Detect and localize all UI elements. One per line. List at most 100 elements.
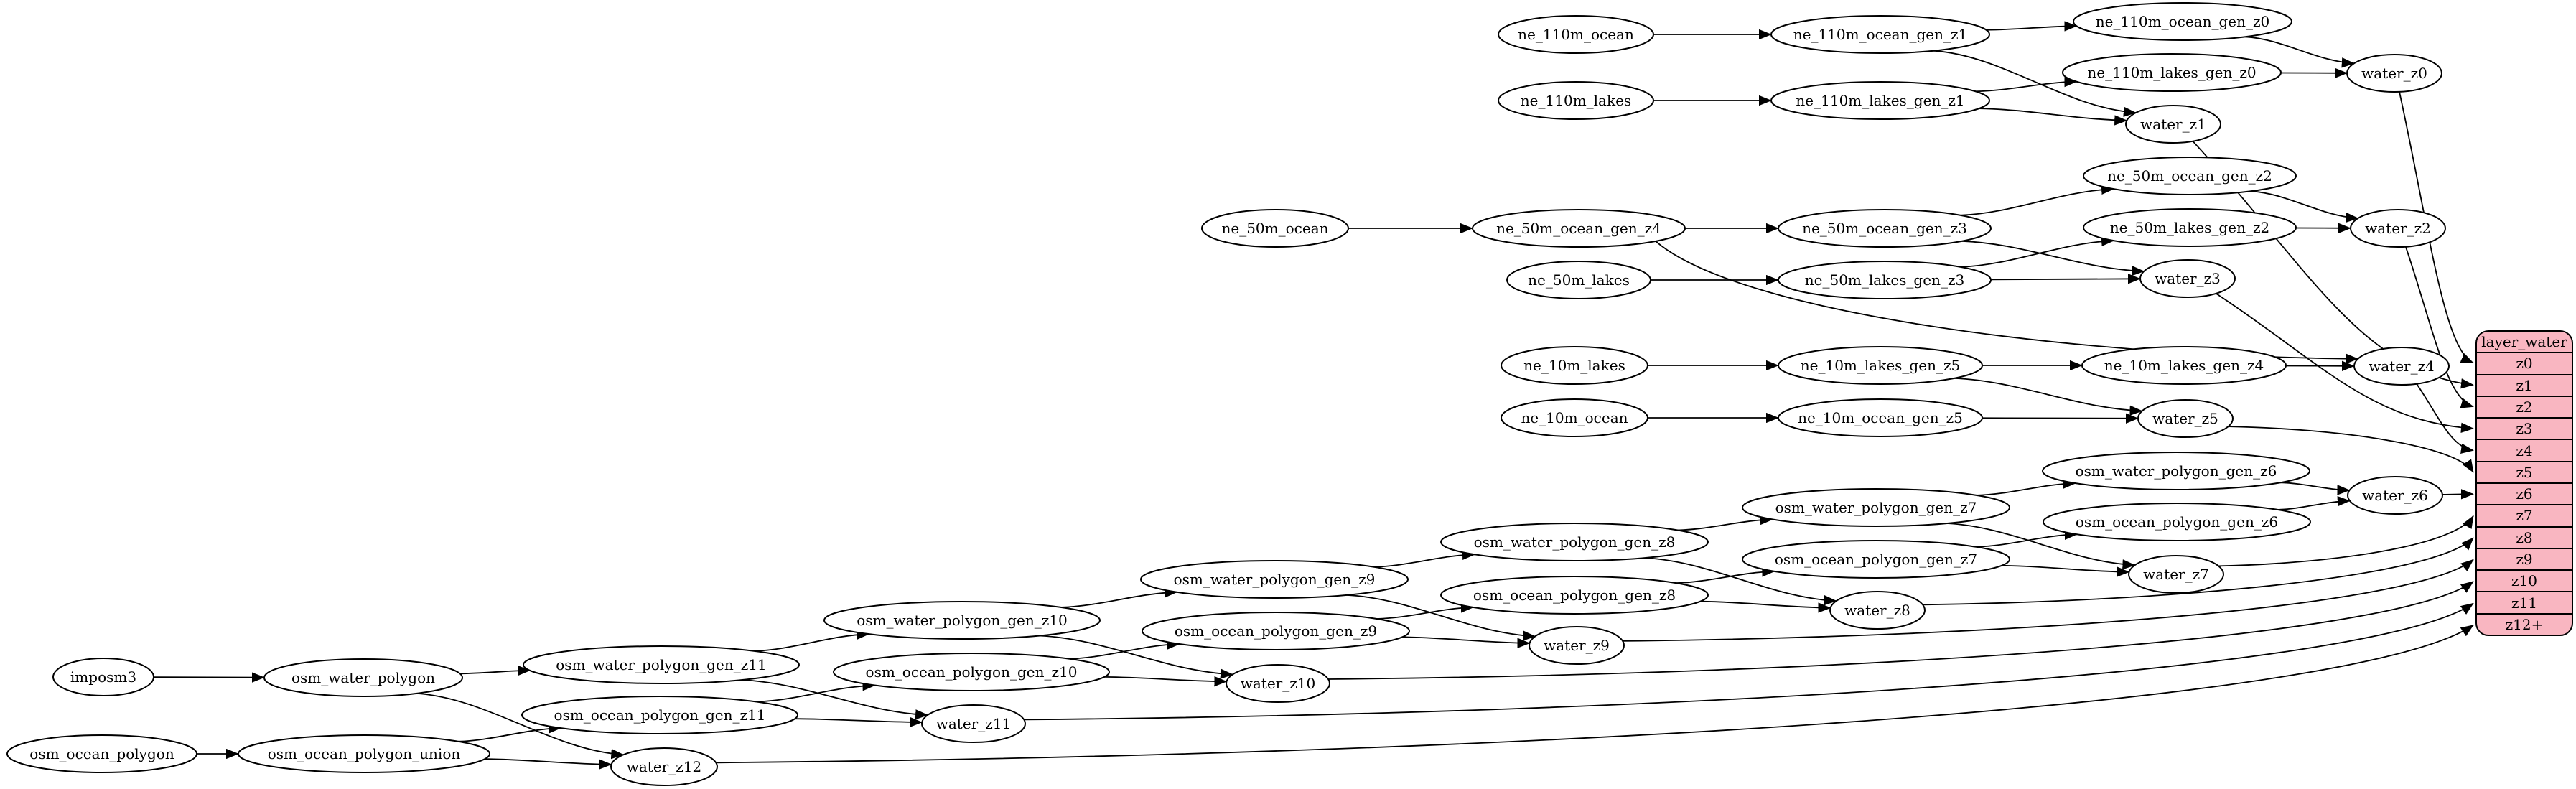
edge-osm_water_polygon_gen_z10-to-water_z10	[1039, 635, 1233, 679]
node-label-water_z2: water_z2	[2365, 220, 2431, 237]
edge-ne_110m_ocean_gen_z1-to-water_z1	[1933, 50, 2137, 117]
node-label-osm_ocean_polygon_gen_z7: osm_ocean_polygon_gen_z7	[1775, 551, 1977, 568]
layer-water-table-title: layer_water	[2481, 333, 2567, 351]
node-ellipse-osm_ocean_polygon_gen_z9	[1142, 612, 1410, 650]
node-ellipse-water_z1	[2125, 105, 2221, 144]
node-ellipse-osm_water_polygon_gen_z10	[823, 601, 1101, 640]
node-ellipse-ne_110m_lakes	[1498, 81, 1654, 120]
node-label-ne_110m_ocean: ne_110m_ocean	[1518, 26, 1634, 43]
node-ellipse-ne_50m_ocean	[1201, 209, 1349, 248]
node-osm_water_polygon_gen_z6: osm_water_polygon_gen_z6	[2042, 452, 2310, 490]
node-ellipse-osm_water_polygon_gen_z7	[1742, 488, 2010, 527]
edge-water_z7-to-z7	[2218, 515, 2474, 567]
edge-osm_water_polygon_gen_z8-to-water_z8	[1645, 557, 1837, 606]
node-label-osm_ocean_polygon_gen_z9: osm_ocean_polygon_gen_z9	[1175, 622, 1377, 640]
node-label-osm_ocean_polygon_gen_z11: osm_ocean_polygon_gen_z11	[554, 706, 766, 724]
node-label-osm_water_polygon_gen_z9: osm_water_polygon_gen_z9	[1174, 571, 1376, 588]
node-ne_110m_ocean_gen_z1: ne_110m_ocean_gen_z1	[1770, 15, 1990, 54]
edge-water_z10-to-z10	[1328, 581, 2474, 680]
node-ellipse-ne_50m_ocean_gen_z3	[1778, 209, 1992, 248]
edge-osm_water_polygon_gen_z9-to-water_z9	[1346, 594, 1536, 641]
node-water_z9: water_z9	[1529, 626, 1625, 665]
layer-water-row-z8: z8	[2477, 526, 2572, 548]
layer-water-row-z12: z12+	[2477, 612, 2572, 635]
edge-ne_110m_lakes_gen_z1-to-water_z1	[1979, 108, 2128, 126]
node-osm_water_polygon_gen_z7: osm_water_polygon_gen_z7	[1742, 488, 2010, 527]
edge-osm_water_polygon_gen_z6-to-water_z6	[2280, 482, 2351, 495]
layer-water-row-z9: z9	[2477, 547, 2572, 569]
node-osm_water_polygon_gen_z10: osm_water_polygon_gen_z10	[823, 601, 1101, 640]
edge-osm_ocean_polygon_union-to-water_z12	[485, 758, 612, 770]
node-ellipse-osm_water_polygon_gen_z6	[2042, 452, 2310, 490]
node-water_z1: water_z1	[2125, 105, 2221, 144]
node-ellipse-osm_water_polygon_gen_z11	[523, 645, 800, 684]
edge-osm_ocean_polygon_gen_z9-to-osm_ocean_polygon_gen_z8	[1376, 602, 1474, 620]
edge-water_z4-to-z4	[2416, 383, 2474, 454]
node-ellipse-ne_50m_lakes	[1506, 261, 1651, 299]
node-label-ne_50m_ocean_gen_z2: ne_50m_ocean_gen_z2	[2107, 167, 2272, 185]
node-ne_10m_ocean_gen_z5: ne_10m_ocean_gen_z5	[1778, 398, 1983, 437]
node-ellipse-osm_ocean_polygon_gen_z11	[521, 696, 798, 734]
node-ellipse-water_z9	[1529, 626, 1625, 665]
node-water_z7: water_z7	[2128, 555, 2224, 594]
edge-osm_water_polygon_gen_z7-to-osm_water_polygon_gen_z6	[1977, 478, 2076, 496]
layer-water-row-z7: z7	[2477, 504, 2572, 526]
edge-osm_water_polygon_gen_z11-to-water_z11	[741, 679, 929, 720]
node-label-water_z7: water_z7	[2143, 566, 2209, 583]
node-label-ne_110m_ocean_gen_z1: ne_110m_ocean_gen_z1	[1793, 26, 1968, 43]
node-label-ne_110m_lakes_gen_z0: ne_110m_lakes_gen_z0	[2087, 64, 2256, 81]
node-label-water_z3: water_z3	[2155, 270, 2221, 287]
node-ne_50m_lakes: ne_50m_lakes	[1506, 261, 1651, 299]
layer-water-row-z10: z10	[2477, 569, 2572, 591]
node-ellipse-ne_110m_ocean_gen_z0	[2073, 2, 2292, 41]
node-water_z3: water_z3	[2139, 259, 2236, 298]
edge-ne_110m_ocean_gen_z1-to-ne_110m_ocean_gen_z0	[1986, 21, 2078, 32]
node-ne_50m_ocean_gen_z3: ne_50m_ocean_gen_z3	[1778, 209, 1992, 248]
node-ellipse-water_z4	[2353, 347, 2450, 386]
node-ne_50m_ocean: ne_50m_ocean	[1201, 209, 1349, 248]
node-osm_ocean_polygon_gen_z11: osm_ocean_polygon_gen_z11	[521, 696, 798, 734]
edge-ne_110m_lakes_gen_z1-to-ne_110m_lakes_gen_z0	[1975, 76, 2078, 93]
node-water_z8: water_z8	[1829, 591, 1926, 630]
node-ellipse-water_z12	[610, 747, 718, 786]
node-label-osm_water_polygon_gen_z10: osm_water_polygon_gen_z10	[857, 612, 1068, 629]
edges-layer	[153, 21, 2474, 770]
node-label-ne_50m_ocean_gen_z4: ne_50m_ocean_gen_z4	[1496, 220, 1661, 237]
node-ellipse-ne_10m_lakes_gen_z4	[2081, 346, 2287, 385]
edge-osm_water_polygon_gen_z9-to-osm_water_polygon_gen_z8	[1373, 549, 1475, 568]
node-label-ne_50m_lakes: ne_50m_lakes	[1528, 271, 1630, 289]
edge-osm_water_polygon_gen_z8-to-osm_water_polygon_gen_z7	[1677, 514, 1773, 531]
node-ellipse-ne_110m_ocean_gen_z1	[1770, 15, 1990, 54]
node-label-osm_ocean_polygon_gen_z6: osm_ocean_polygon_gen_z6	[2076, 513, 2278, 531]
node-water_z10: water_z10	[1226, 664, 1330, 703]
node-osm_water_polygon_gen_z9: osm_water_polygon_gen_z9	[1140, 560, 1409, 599]
node-ellipse-osm_ocean_polygon	[6, 734, 197, 773]
edge-osm_water_polygon_gen_z10-to-osm_water_polygon_gen_z9	[1060, 587, 1178, 608]
node-label-ne_110m_ocean_gen_z0: ne_110m_ocean_gen_z0	[2096, 13, 2270, 30]
node-label-water_z1: water_z1	[2140, 116, 2206, 133]
node-label-ne_50m_lakes_gen_z3: ne_50m_lakes_gen_z3	[1805, 271, 1964, 289]
node-ellipse-water_z5	[2137, 399, 2234, 438]
node-ellipse-water_z7	[2128, 555, 2224, 594]
node-ellipse-ne_50m_lakes_gen_z3	[1778, 261, 1992, 299]
node-label-water_z0: water_z0	[2361, 65, 2427, 82]
node-ellipse-osm_ocean_polygon_gen_z6	[2043, 503, 2311, 541]
node-ellipse-ne_50m_ocean_gen_z2	[2083, 157, 2297, 195]
node-label-ne_10m_lakes: ne_10m_lakes	[1523, 357, 1625, 374]
node-label-water_z9: water_z9	[1544, 637, 1610, 654]
node-ellipse-water_z10	[1226, 664, 1330, 703]
edge-ne_10m_lakes_gen_z5-to-water_z5	[1954, 378, 2143, 416]
node-ne_50m_lakes_gen_z3: ne_50m_lakes_gen_z3	[1778, 261, 1992, 299]
edge-water_z11-to-z11	[1024, 602, 2474, 721]
edge-osm_ocean_polygon_gen_z9-to-water_z9	[1401, 636, 1531, 648]
node-osm_water_polygon_gen_z11: osm_water_polygon_gen_z11	[523, 645, 800, 684]
edge-water_z8-to-z8	[1923, 537, 2474, 606]
node-ellipse-water_z6	[2347, 476, 2443, 515]
node-label-ne_110m_lakes: ne_110m_lakes	[1521, 92, 1631, 109]
node-ellipse-water_z3	[2139, 259, 2236, 298]
edge-osm_ocean_polygon_gen_z7-to-osm_ocean_polygon_gen_z6	[1976, 529, 2078, 548]
node-ellipse-ne_10m_lakes	[1501, 346, 1648, 385]
